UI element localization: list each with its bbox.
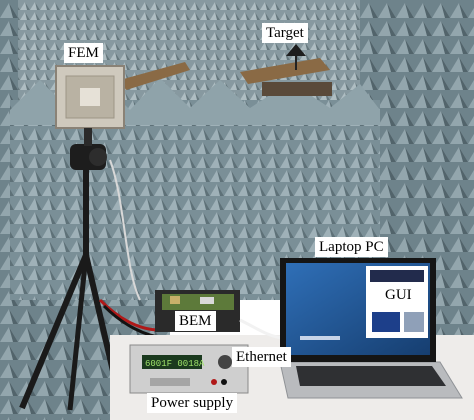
- label-gui: GUI: [381, 285, 416, 305]
- fem-window: [80, 88, 100, 106]
- target-pedestal: [240, 58, 330, 84]
- psu-buttons: [150, 378, 190, 386]
- ethernet-cable: [239, 318, 283, 340]
- label-fem: FEM: [64, 43, 103, 63]
- tripod-mount: [84, 128, 92, 146]
- bem-connector: [200, 297, 214, 304]
- taskbar: [300, 336, 340, 340]
- bem-chip: [170, 296, 180, 304]
- label-ethernet: Ethernet: [232, 347, 291, 367]
- cable-red: [98, 298, 161, 332]
- psu-display-text: 6001F 0018A: [145, 359, 205, 369]
- label-power-supply: Power supply: [147, 393, 238, 413]
- label-target: Target: [262, 23, 308, 43]
- gui-panel: [404, 312, 424, 332]
- psu-terminal-black: [221, 379, 227, 385]
- tripod-leg-back: [67, 254, 89, 411]
- gui-toolbar: [370, 270, 424, 282]
- target-base: [262, 82, 332, 96]
- psu-display: [142, 355, 202, 369]
- label-laptop-pc: Laptop PC: [315, 237, 388, 257]
- label-bem: BEM: [175, 311, 216, 331]
- fem-pedestal: [120, 62, 190, 90]
- psu-terminal-red: [211, 379, 217, 385]
- chamber-right-wall: [360, 0, 474, 420]
- laptop-keyboard: [296, 366, 446, 386]
- target-object: [286, 44, 306, 56]
- tripod-knob: [89, 148, 107, 166]
- gui-plot: [372, 312, 400, 332]
- tripod-leg-left: [19, 253, 89, 410]
- cable-white: [109, 159, 141, 301]
- psu-knob: [218, 355, 232, 369]
